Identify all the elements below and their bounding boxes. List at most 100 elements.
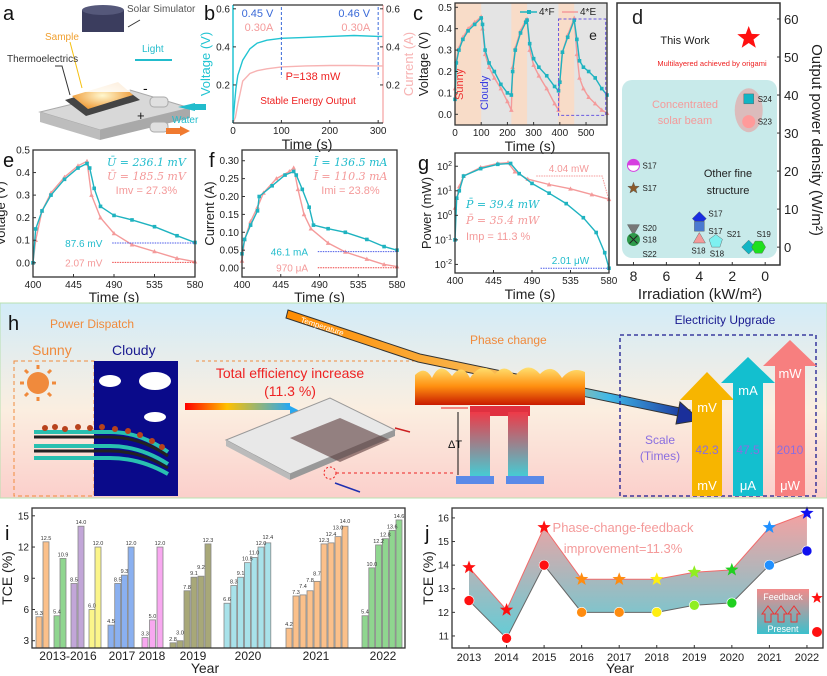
bar: [176, 640, 184, 649]
x-tick-label: 4: [695, 268, 703, 284]
x-tick-label: 535: [562, 276, 579, 287]
plot-frame: [451, 507, 824, 649]
bar: [334, 536, 342, 649]
y-tick-label: 13: [438, 584, 450, 595]
data-point: [112, 213, 116, 218]
x-tick-label: 400: [551, 128, 568, 139]
x-tick-label: 400: [234, 280, 251, 291]
data-point-feedback: [800, 506, 814, 519]
group-label: 2017: [109, 649, 136, 663]
data-point: [294, 173, 299, 177]
bar-value-label: 14.0: [340, 519, 351, 525]
bar-value-label: 6.6: [223, 597, 231, 603]
panel-label-b: b: [204, 3, 215, 25]
x-tick-label: 2013: [457, 652, 481, 664]
x-axis-label: Irradiation (kW/m²): [638, 286, 762, 303]
data-point: [592, 101, 598, 106]
y-tick-label: 102: [437, 161, 452, 173]
legend-label-present: Present: [767, 624, 799, 634]
data-point: [751, 240, 766, 254]
x-tick-label: 300: [525, 128, 542, 139]
y-tick-exponent: -1: [446, 234, 452, 241]
data-point: [98, 215, 103, 220]
panel-label-j: j: [424, 523, 429, 545]
bar: [250, 557, 258, 649]
y-tick-label: 10-2: [435, 259, 452, 271]
y-tick-label: 0.2: [216, 80, 230, 91]
y-tick-label: 100: [437, 210, 452, 222]
data-point: [498, 86, 504, 91]
point-label: S17: [708, 210, 723, 219]
data-point: [472, 22, 477, 27]
bar: [35, 616, 43, 649]
improvement: Imv = 27.3%: [116, 185, 178, 197]
phase-change-label: Phase change: [470, 333, 547, 347]
bar: [264, 542, 272, 649]
panel-a: a Solar Simulator Sample Light Thermoele…: [3, 3, 206, 140]
arrow-bottom-unit: μW: [780, 478, 800, 493]
improvement: Imi = 23.8%: [321, 185, 380, 197]
x-tick-label: 100: [473, 128, 490, 139]
concentrated-label: Concentrated: [652, 99, 718, 111]
data-point: [568, 186, 573, 191]
sunny-period: [455, 3, 482, 125]
data-point: [531, 56, 536, 61]
bar-value-label: 4.2: [285, 622, 293, 628]
cloudy-label: Cloudy: [479, 75, 491, 110]
panel-label-g: g: [418, 153, 429, 175]
bar-value-label: 5.4: [53, 610, 61, 616]
mean-4F: Ū = 236.1 mV: [107, 156, 187, 169]
voltage-marker-label: 0.45 V: [242, 8, 274, 20]
bar: [169, 642, 177, 649]
x-tick-label: 2019: [682, 652, 706, 664]
point-label: S17: [642, 184, 657, 193]
bar-value-label: 8.7: [313, 571, 321, 577]
data-point: [513, 48, 518, 52]
data-point: [98, 204, 103, 209]
up-arrow-icon: [721, 357, 775, 496]
point-label: S18: [691, 247, 706, 256]
bar-value-label: 12.0: [93, 541, 104, 547]
data-point: [509, 107, 514, 112]
bar-value-label: 12.0: [256, 541, 267, 547]
x-tick-label: 2020: [720, 652, 744, 664]
x-tick-label: 0: [230, 126, 236, 137]
x-tick-label: 2014: [494, 652, 518, 664]
leader-line: [127, 19, 141, 28]
group-label: 2021: [303, 649, 330, 663]
y-tick-label: 0.4: [216, 42, 230, 53]
bar-value-label: 4.5: [107, 619, 115, 625]
data-point: [602, 250, 607, 255]
data-point: [552, 84, 557, 89]
data-point: [492, 75, 497, 80]
bar-value-label: 12.2: [373, 539, 384, 545]
y-tick-label: 0.1: [438, 88, 452, 99]
water-in-arrow-icon: [178, 103, 195, 111]
x-tick-label: 300: [370, 126, 387, 137]
arrow-bottom-unit: mV: [697, 478, 717, 493]
bar: [149, 619, 156, 649]
data-point: [343, 230, 348, 235]
data-point: [486, 64, 492, 70]
bar: [381, 538, 389, 649]
data-point: [509, 93, 514, 97]
point-label: S17: [642, 161, 657, 170]
data-point: [382, 244, 386, 249]
data-point: [692, 232, 706, 244]
series-line-Current: [232, 64, 383, 124]
mean-4F: P̄ = 39.4 mW: [465, 198, 541, 211]
x-tick-label: 535: [146, 280, 163, 291]
y-tick-label: 0.30: [220, 156, 240, 167]
y-tick-exponent: -2: [446, 259, 452, 266]
data-point: [364, 256, 370, 261]
x-tick-label: 400: [447, 276, 464, 287]
flame-icon: [415, 367, 585, 405]
data-point: [492, 69, 497, 74]
data-point: [508, 161, 513, 166]
y-tick-label: 16: [438, 513, 450, 524]
y-axis-label: TCE (%): [420, 551, 436, 605]
data-point-present: [726, 597, 738, 609]
bar-value-label: 14.0: [76, 520, 87, 526]
